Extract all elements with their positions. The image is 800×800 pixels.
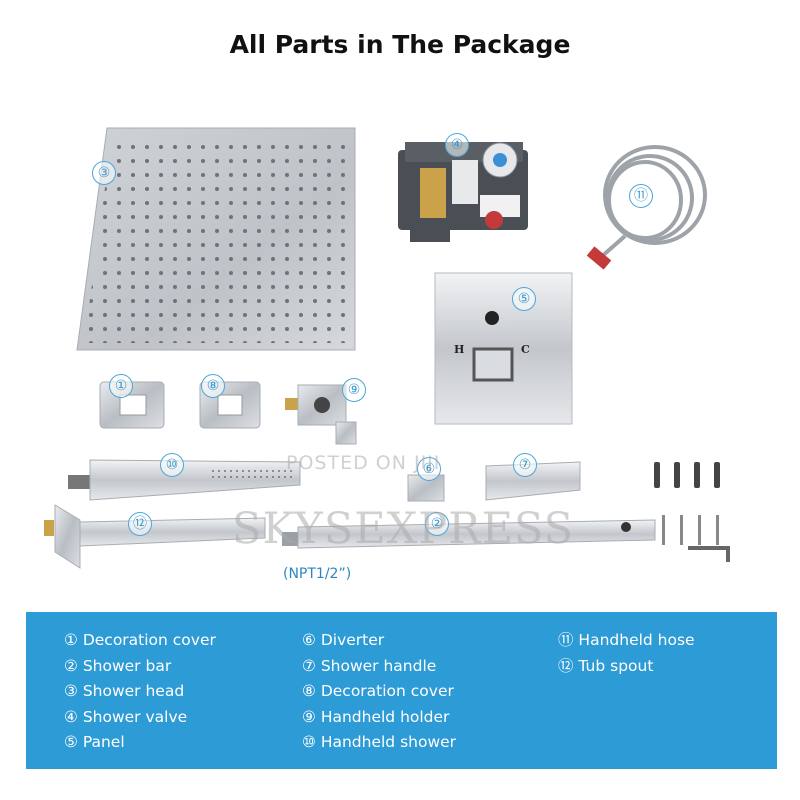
panel-cold-label: C xyxy=(521,343,530,356)
npt-thread-label: (NPT1/2”) xyxy=(283,566,352,582)
legend-item: ⑪ Handheld hose xyxy=(558,631,695,649)
shower-head-image xyxy=(76,127,356,351)
shower-valve-image xyxy=(398,142,528,242)
callout-8: ⑧ xyxy=(201,374,225,398)
diverter-image xyxy=(407,474,445,502)
hex-key-image xyxy=(688,546,730,562)
page-title: All Parts in The Package xyxy=(229,30,571,59)
callout-4: ④ xyxy=(445,133,469,157)
handheld-holder-image xyxy=(285,384,357,445)
legend-item: ② Shower bar xyxy=(64,656,172,675)
wall-anchors-image xyxy=(654,462,720,488)
callout-1: ① xyxy=(109,374,133,398)
callout-5: ⑤ xyxy=(512,287,536,311)
panel-hot-label: H xyxy=(454,343,465,356)
panel-image xyxy=(434,272,573,425)
shower-handle-image xyxy=(485,461,581,501)
legend-column-1: ① Decoration cover ② Shower bar ③ Shower… xyxy=(64,628,216,756)
decoration-cover-1-image xyxy=(99,381,165,429)
legend-item: ⑩ Handheld shower xyxy=(302,733,457,752)
legend-item: ⑦ Shower handle xyxy=(302,656,437,675)
legend-item: ① Decoration cover xyxy=(64,631,216,649)
tub-spout-image xyxy=(44,504,266,569)
legend-item: ⑤ Panel xyxy=(64,733,125,752)
callout-6: ⑥ xyxy=(417,457,441,481)
callout-2: ② xyxy=(425,512,449,536)
legend-item: ⑧ Decoration cover xyxy=(302,682,454,701)
callout-12: ⑫ xyxy=(128,512,152,536)
screws-image xyxy=(662,515,719,545)
parts-legend: ① Decoration cover ② Shower bar ③ Shower… xyxy=(26,612,777,769)
callout-7: ⑦ xyxy=(513,453,537,477)
callout-11: ⑪ xyxy=(629,184,653,208)
hose-fitting xyxy=(586,246,612,270)
legend-item: ⑫ Tub spout xyxy=(558,656,654,675)
handheld-shower-image xyxy=(68,459,301,501)
legend-item: ⑨ Handheld holder xyxy=(302,707,450,726)
handheld-hose-image xyxy=(598,145,707,260)
callout-10: ⑩ xyxy=(160,453,184,477)
legend-item: ④ Shower valve xyxy=(64,707,188,726)
legend-item: ⑥ Diverter xyxy=(302,631,385,649)
watermark-brand: SKYSEXPRESS xyxy=(232,504,575,554)
watermark-posted: POSTED ON JIJI xyxy=(286,452,441,474)
callout-9: ⑨ xyxy=(342,378,366,402)
shower-bar-image xyxy=(282,519,656,549)
legend-item: ③ Shower head xyxy=(64,682,185,701)
callout-3: ③ xyxy=(92,161,116,185)
legend-column-2: ⑥ Diverter ⑦ Shower handle ⑧ Decoration … xyxy=(302,628,456,756)
legend-column-3: ⑪ Handheld hose ⑫ Tub spout xyxy=(558,628,695,679)
